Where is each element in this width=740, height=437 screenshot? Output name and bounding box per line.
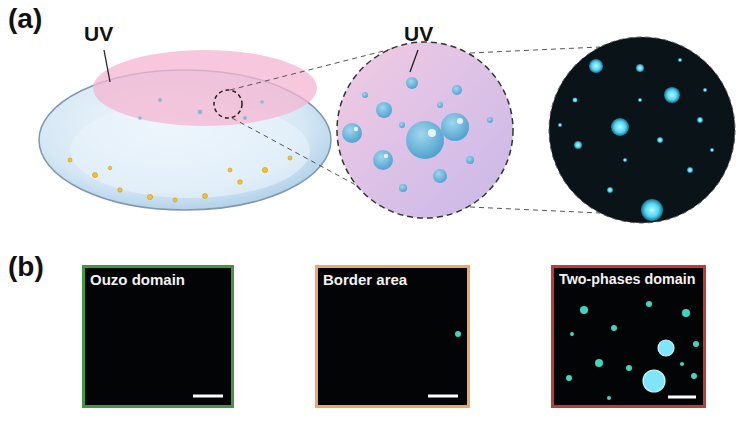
droplet-dot bbox=[691, 373, 697, 379]
droplet-dot bbox=[611, 325, 617, 331]
droplet-dome bbox=[39, 50, 331, 210]
zoom-lines bbox=[230, 43, 600, 217]
panel-title: Border area bbox=[318, 268, 412, 291]
scale-bar bbox=[193, 395, 223, 398]
droplet-dot bbox=[646, 301, 652, 307]
droplet-dot bbox=[455, 331, 461, 337]
micrograph-panel: Two-phases domain bbox=[551, 265, 706, 408]
panel-title: Two-phases domain bbox=[554, 268, 700, 290]
uv-label: UV bbox=[404, 22, 433, 45]
micrograph-image bbox=[85, 268, 231, 405]
droplet-dot bbox=[566, 375, 572, 381]
droplet-dot bbox=[595, 359, 603, 367]
droplet-dot bbox=[607, 396, 611, 400]
uv-label: UV bbox=[84, 22, 113, 45]
micrograph-panel: Ouzo domain bbox=[82, 265, 234, 408]
droplet-dot bbox=[626, 365, 632, 371]
leader-lines bbox=[104, 50, 418, 82]
fluorescence-view bbox=[549, 37, 735, 223]
micrograph-image bbox=[554, 268, 700, 405]
droplet-dot bbox=[580, 306, 588, 314]
micrograph-image bbox=[318, 268, 467, 405]
panel-letter: (a) bbox=[8, 4, 42, 35]
micrograph-panel: Border area bbox=[315, 265, 470, 408]
droplet-dot bbox=[693, 341, 699, 347]
droplet-dot bbox=[682, 309, 690, 317]
scale-bar bbox=[668, 396, 696, 399]
panel-letter: (b) bbox=[8, 252, 44, 283]
panel-title: Ouzo domain bbox=[85, 268, 190, 291]
magnified-view bbox=[337, 42, 513, 218]
droplet-dot bbox=[643, 370, 665, 392]
droplet-dot bbox=[658, 340, 674, 356]
scale-bar bbox=[428, 395, 458, 398]
droplet-dot bbox=[570, 332, 574, 336]
droplet-dot bbox=[680, 362, 684, 366]
